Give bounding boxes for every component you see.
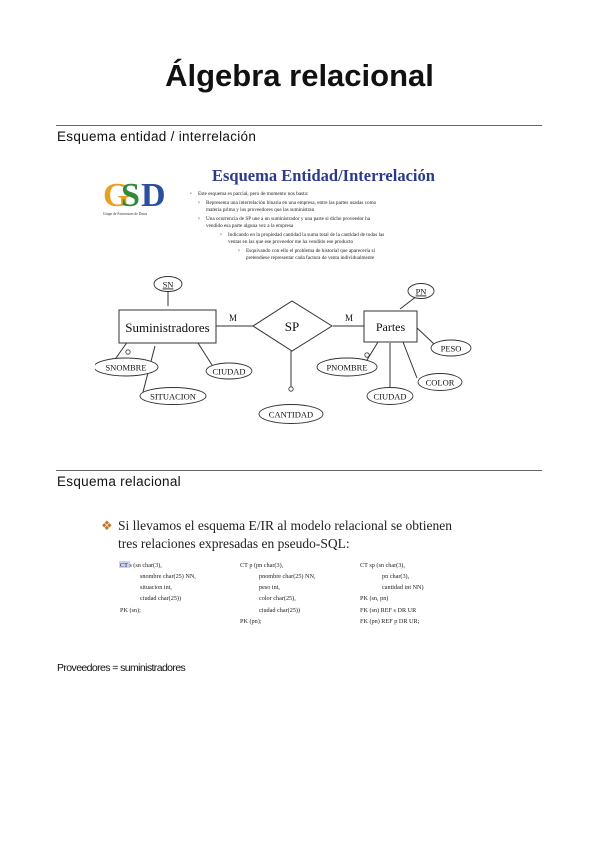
diamond-bullet-icon: ❖ [101,518,113,533]
svg-text:CANTIDAD: CANTIDAD [269,410,313,420]
svg-text:snombre char(25) NN,: snombre char(25) NN, [140,573,196,580]
svg-text:CT s (sn char(3),: CT s (sn char(3), [120,562,162,569]
svg-text:peso int,: peso int, [259,584,280,591]
svg-text:PNOMBRE: PNOMBRE [326,363,367,373]
svg-text:D: D [141,177,166,214]
bullet-text: Esquivando con ello el problema de histo… [246,248,375,254]
attr-cantidad: CANTIDAD [258,404,324,424]
svg-text:G: G [103,177,129,214]
svg-text:SNOMBRE: SNOMBRE [105,363,146,373]
bullet-text: ventas en las que ese proveedor me ha ve… [228,239,353,245]
page-title: Álgebra relacional [165,58,434,93]
svg-text:situacion int,: situacion int, [140,584,172,591]
svg-text:•: • [190,191,192,197]
bullet-text: Representa una interrelación binaria en … [206,200,377,206]
svg-text:ciudad char(25)): ciudad char(25)) [259,607,300,614]
slide-heading: Esquema Entidad/Interrelación [212,166,435,185]
er-slide: G S D Grupo de Estructuras de Datos Esqu… [95,166,472,424]
divider [56,470,542,471]
entity-suministradores: Suministradores [118,309,217,344]
svg-text:FK (sn) REF s DR UR: FK (sn) REF s DR UR [360,607,417,614]
svg-text:SITUACION: SITUACION [150,392,196,402]
svg-text:cantidad int NN): cantidad int NN) [382,584,424,591]
svg-text:•: • [198,200,200,206]
svg-text:CT p (pn char(3),: CT p (pn char(3), [240,562,284,569]
bullet-text: Este esquema es parcial, pero de momento… [198,191,309,197]
bullet-text: Indicando en la propiedad cantidad la su… [228,232,384,238]
selection-highlight [119,561,130,568]
svg-text:S: S [121,177,140,214]
svg-text:PN: PN [416,287,427,297]
relationship-sp: SP [252,300,333,352]
bullet-text: pretendiese representar cada factura de … [246,254,375,261]
svg-text:Partes: Partes [376,320,406,334]
bullet-text: materia prima y los proveedores que las … [206,207,315,213]
svg-text:pn char(3),: pn char(3), [382,573,410,580]
attr-pnombre: PNOMBRE [316,357,378,377]
attr-situacion: SITUACION [139,387,207,405]
svg-text:SN: SN [163,280,174,290]
section-heading-relational: Esquema relacional [57,474,181,489]
svg-text:pnombre char(25) NN,: pnombre char(25) NN, [259,573,316,580]
divider [56,125,542,126]
attr-snombre: SNOMBRE [95,357,159,377]
svg-text:•: • [198,216,200,222]
diagram-connectors [110,291,435,393]
svg-text:COLOR: COLOR [426,378,455,388]
handwritten-note: Proveedores = suministradores [57,662,186,674]
attr-color: COLOR [417,373,463,391]
svg-text:PK (pn);: PK (pn); [240,618,262,625]
entity-partes: Partes [363,310,418,343]
svg-text:ciudad char(25)): ciudad char(25)) [140,595,181,602]
section-heading-er: Esquema entidad / interrelación [57,129,257,144]
table-s-definition: CT s (sn char(3), snombre char(25) NN, s… [120,562,196,614]
svg-text:•: • [238,248,240,254]
svg-text:•: • [220,232,222,238]
bullet-text: Una ocurrencia de SP une a un suministra… [206,216,371,222]
bullet-line: Si llevamos el esquema E/IR al modelo re… [118,518,452,533]
gsd-logo: G S D [99,170,177,214]
svg-text:PK (sn, pn): PK (sn, pn) [360,595,388,602]
attr-peso: PESO [430,339,472,357]
svg-text:FK (pn) REF p DR UR;: FK (pn) REF p DR UR; [360,618,420,625]
attr-sn: SN [153,276,183,292]
bullet-text: vendido esa parte alguna vez a la empres… [206,223,294,229]
cardinality-right: M [345,313,353,323]
relational-slide: ❖ Si llevamos el esquema E/IR al modelo … [101,518,452,625]
logo-caption: Grupo de Estructuras de Datos [103,212,148,216]
table-sp-definition: CT sp (sn char(3), pn char(3), cantidad … [360,562,424,625]
attr-ciudad-suministradores: CIUDAD [205,362,253,380]
attr-pn: PN [407,283,435,299]
svg-text:PK (sn);: PK (sn); [120,607,141,614]
svg-text:color char(25),: color char(25), [259,595,296,602]
cardinality-left: M [229,313,237,323]
svg-text:SP: SP [285,319,299,334]
table-p-definition: CT p (pn char(3), pnombre char(25) NN, p… [240,562,316,625]
svg-text:CT sp (sn char(3),: CT sp (sn char(3), [360,562,405,569]
svg-text:CIUDAD: CIUDAD [212,367,245,377]
svg-text:Suministradores: Suministradores [125,320,210,335]
svg-text:CIUDAD: CIUDAD [373,392,406,402]
attr-ciudad-partes: CIUDAD [366,387,414,405]
svg-text:PESO: PESO [441,344,462,354]
bullet-line: tres relaciones expresadas en pseudo-SQL… [118,536,350,551]
